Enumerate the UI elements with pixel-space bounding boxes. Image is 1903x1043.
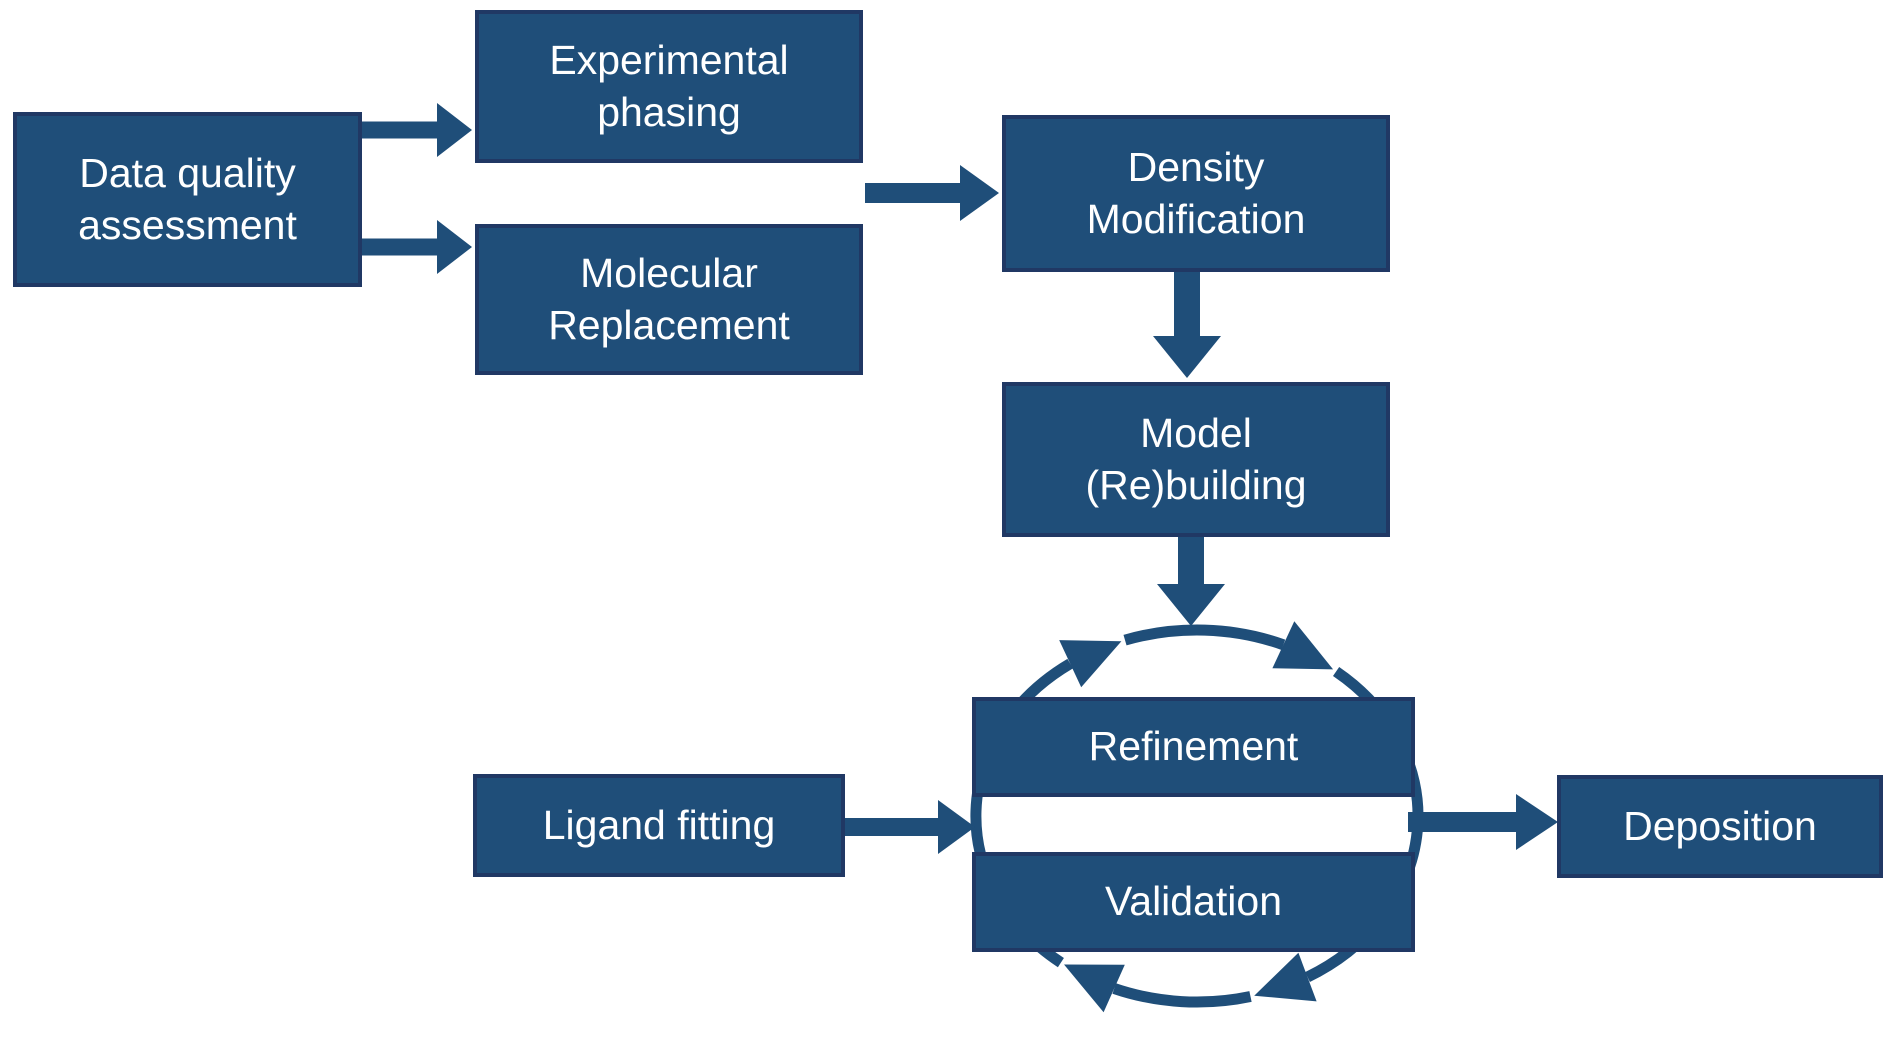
- arrow-density-to-model-rebuilding: [1153, 272, 1221, 378]
- node-label-line: Model: [1140, 409, 1252, 456]
- node-label-line: Replacement: [548, 301, 790, 348]
- node-label-line: Ligand fitting: [542, 801, 776, 848]
- node-label-line: Density: [1127, 143, 1265, 190]
- node-label-line: Experimental: [549, 36, 789, 83]
- node-label-line: assessment: [78, 201, 297, 248]
- node-validation: Validation: [972, 852, 1415, 952]
- cycle-arrowhead-icon: [1059, 640, 1122, 688]
- node-label-line: Modification: [1086, 195, 1306, 242]
- node-label-line: Molecular: [580, 249, 758, 296]
- node-label-line: Refinement: [1088, 723, 1299, 770]
- node-label-line: Validation: [1104, 878, 1283, 925]
- node-molecular-replacement: Molecular Replacement: [475, 224, 863, 375]
- node-deposition: Deposition: [1557, 775, 1883, 878]
- node-refinement: Refinement: [972, 697, 1415, 797]
- refinement-validation-cycle-arrows: [970, 621, 1424, 1013]
- node-label-line: Deposition: [1623, 802, 1817, 849]
- node-density-modification: Density Modification: [1002, 115, 1390, 272]
- node-label-line: Data quality: [79, 149, 296, 196]
- arrow-dqa-to-molecular-replacement: [362, 220, 472, 274]
- cycle-arc: [1123, 624, 1286, 650]
- arrow-cycle-to-deposition: [1408, 794, 1558, 850]
- node-label-line: (Re)building: [1085, 461, 1307, 508]
- cycle-arrowhead-icon: [1064, 964, 1125, 1013]
- arrow-model-to-cycle: [1157, 537, 1225, 626]
- node-model-rebuilding: Model (Re)building: [1002, 382, 1390, 537]
- arrow-dqa-to-experimental-phasing: [362, 103, 472, 157]
- node-data-quality-assessment: Data quality assessment: [13, 112, 362, 287]
- arrow-phasing-to-density-modification: [865, 165, 999, 221]
- cycle-arrowhead-icon: [1272, 621, 1334, 670]
- cycle-arrowhead-icon: [1254, 952, 1317, 1002]
- arrow-ligand-to-cycle: [845, 800, 975, 854]
- node-ligand-fitting: Ligand fitting: [473, 774, 845, 877]
- node-label-line: phasing: [597, 88, 741, 135]
- cycle-arc: [1112, 983, 1252, 1008]
- node-experimental-phasing: Experimental phasing: [475, 10, 863, 163]
